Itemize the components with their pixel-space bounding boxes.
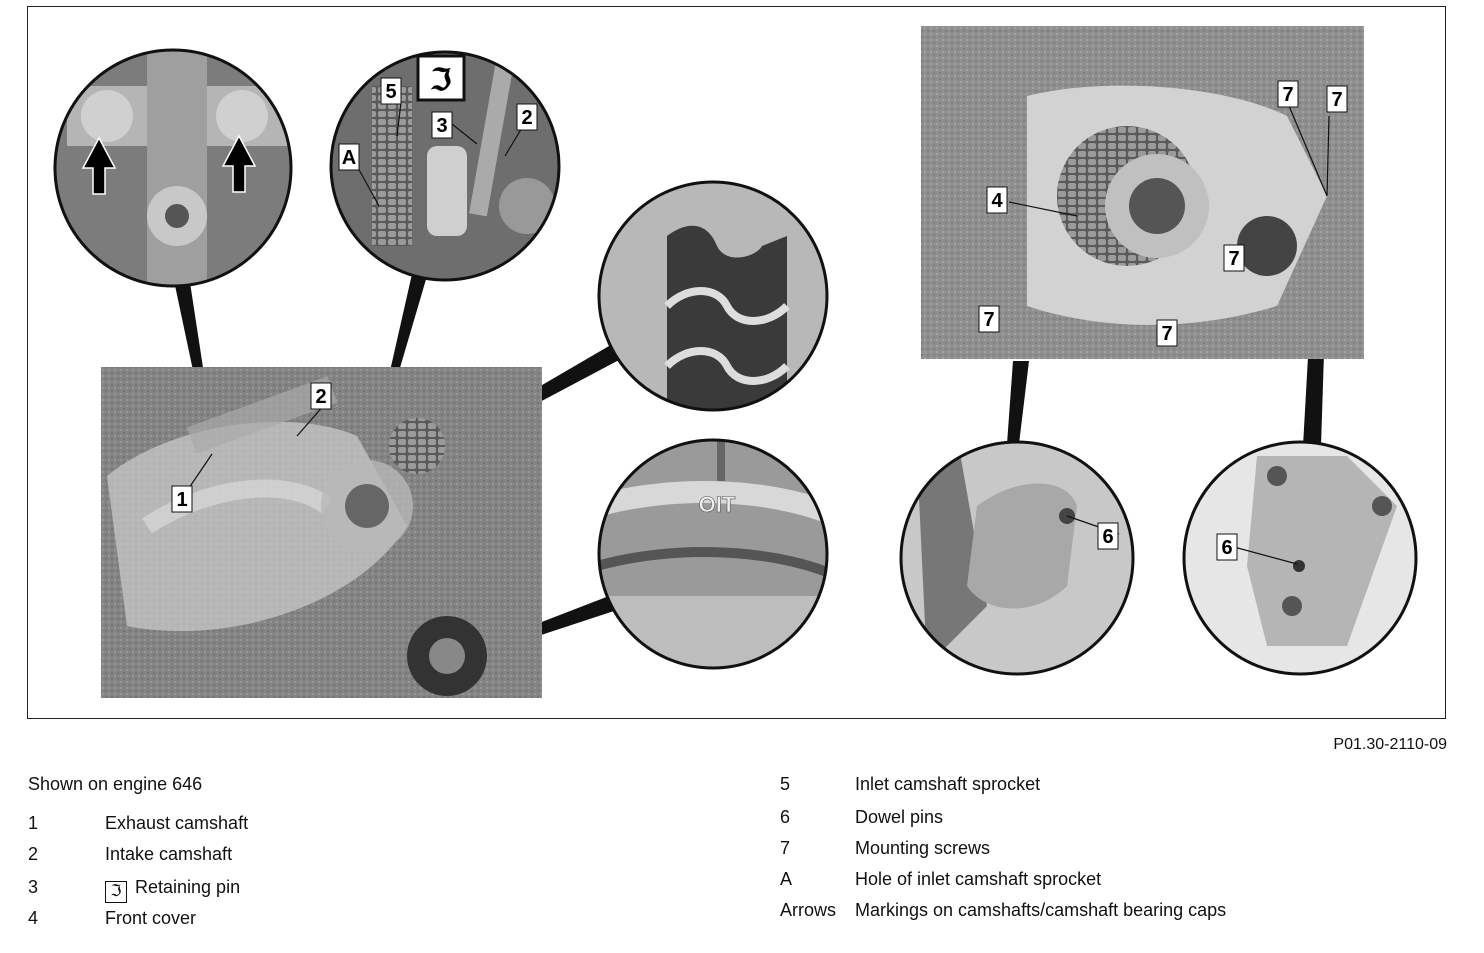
oil-mark-label: OIT <box>699 492 736 517</box>
arrow-marker-left-icon <box>81 136 117 195</box>
callout-7-c: 7 <box>1228 248 1239 270</box>
arrow-marker-right-icon <box>221 134 257 193</box>
detail-dowel-pin-right <box>1182 440 1418 676</box>
callout-labels: 1 2 5 3 2 A 4 6 6 7 7 7 7 7 <box>171 77 1348 561</box>
legend-label: Front cover <box>105 908 197 928</box>
callout-7-e: 7 <box>1161 323 1172 345</box>
callout-6-left: 6 <box>1102 526 1113 548</box>
callout-6-right: 6 <box>1221 537 1232 559</box>
callout-A: A <box>342 147 356 169</box>
engine-diagram: ℑ OIT <box>53 26 1418 698</box>
legend-key: 6 <box>780 807 791 827</box>
legend-label: Hole of inlet camshaft sprocket <box>855 869 1102 889</box>
svg-text:ℑ: ℑ <box>431 63 452 98</box>
legend-label: Inlet camshaft sprocket <box>855 774 1041 794</box>
callout-1: 1 <box>176 489 187 511</box>
callout-4: 4 <box>991 190 1003 212</box>
leader-lines <box>188 101 1330 565</box>
legend-label: Exhaust camshaft <box>105 813 249 833</box>
detail-camshaft-markings <box>53 48 293 288</box>
legend-key: 2 <box>28 844 39 864</box>
legend-key: 5 <box>780 774 791 794</box>
detail-dowel-pin-left <box>899 440 1135 676</box>
callout-2: 2 <box>315 386 326 408</box>
callout-7-a: 7 <box>1282 84 1293 106</box>
legend-label: Dowel pins <box>855 807 944 827</box>
legend-right: 5 Inlet camshaft sprocket 6 Dowel pins 7… <box>780 774 1460 934</box>
legend-key: 7 <box>780 838 791 858</box>
detail-retaining-pin: ℑ <box>329 50 561 282</box>
legend-label-with-icon: ℑ Retaining pin <box>105 877 240 903</box>
legend-key: 3 <box>28 877 39 897</box>
legend-key: 1 <box>28 813 39 833</box>
detail-sprocket-marking: OIT <box>597 438 829 670</box>
callout-7-d: 7 <box>983 309 994 331</box>
legend-left: 1 Exhaust camshaft 2 Intake camshaft 3 ℑ… <box>28 813 628 943</box>
special-tool-icon: ℑ <box>105 881 127 903</box>
legend-key: A <box>780 869 793 889</box>
legend-label: Mounting screws <box>855 838 991 858</box>
callout-3: 3 <box>436 115 447 137</box>
legend-label: Retaining pin <box>135 877 241 897</box>
legend-key: Arrows <box>780 900 837 920</box>
callout-5: 5 <box>385 81 396 103</box>
detail-sprocket-teeth <box>597 180 829 412</box>
legend-key: 4 <box>28 908 39 928</box>
special-tool-icon: ℑ <box>416 54 466 102</box>
engine-photo <box>101 367 542 698</box>
legend-label: Intake camshaft <box>105 844 233 864</box>
legend-intro: Shown on engine 646 <box>28 774 203 794</box>
callout-2-detail: 2 <box>521 107 532 129</box>
callout-7-b: 7 <box>1331 89 1342 111</box>
figure-id: P01.30-2110-09 <box>1333 736 1447 753</box>
legend-label: Markings on camshafts/camshaft bearing c… <box>855 900 1227 920</box>
